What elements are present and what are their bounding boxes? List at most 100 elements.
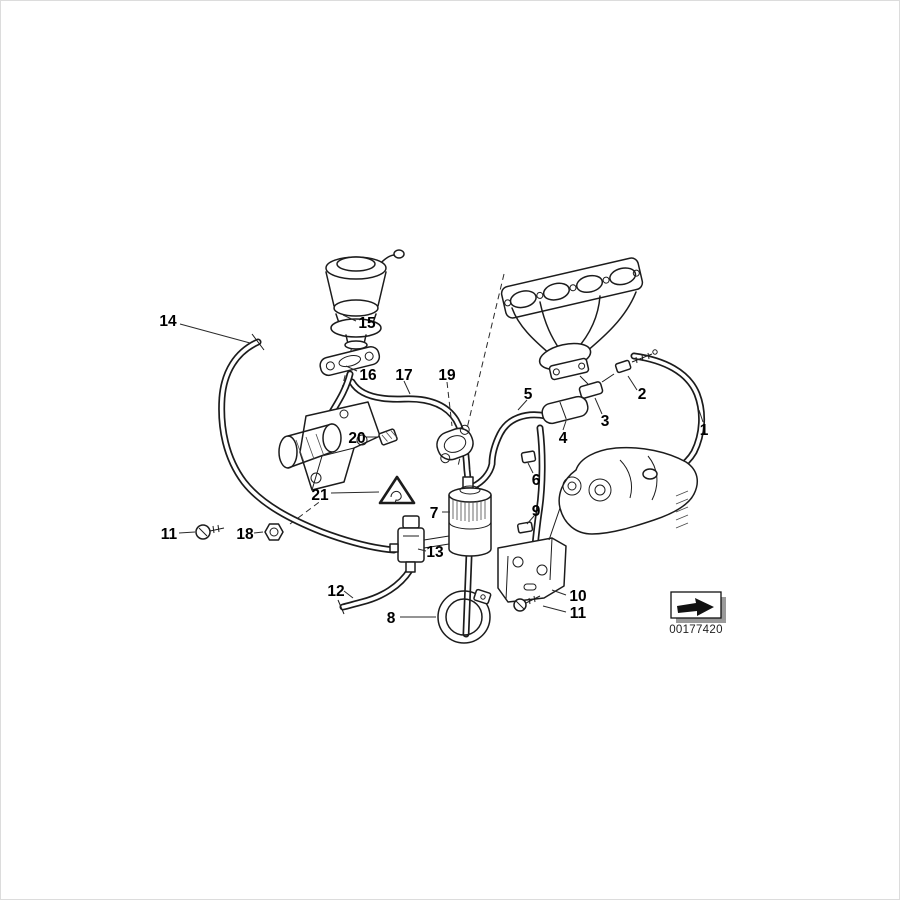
intake-manifold: [548, 446, 699, 541]
callout-13: 13: [426, 544, 444, 561]
leader-6: [527, 462, 534, 474]
callouts: 14 15 16 17 19 20 21 5 2 3 4 1 6 9 7 11 …: [159, 313, 708, 627]
clamp-inner: [445, 598, 483, 636]
air-valve-15: [325, 249, 405, 350]
outlet-flange: [548, 357, 590, 381]
leader-16: [345, 365, 358, 372]
clamp-outer: [437, 590, 491, 644]
leader-12: [343, 590, 354, 599]
leader-4: [562, 420, 567, 431]
link-line: [601, 373, 615, 383]
leader-21: [330, 491, 380, 494]
clamp-bolt-hole: [480, 594, 486, 600]
valve-bottom-nipple: [405, 561, 416, 573]
hose-core: [533, 426, 544, 548]
leader-17: [403, 380, 411, 395]
callout-8: 8: [387, 610, 396, 627]
hose-core: [472, 413, 548, 488]
clamp-body: [378, 428, 398, 446]
spring-coil: [675, 490, 689, 529]
exhaust-manifold: [500, 257, 644, 381]
callout-19: 19: [438, 367, 456, 384]
manifold-outline: [558, 446, 699, 535]
warning-triangle-21: [378, 475, 416, 505]
bolt-hole: [512, 556, 524, 568]
callout-4: 4: [559, 430, 568, 447]
bolt-hole: [459, 424, 470, 435]
valve-body: [541, 395, 589, 425]
leader-18: [253, 531, 264, 534]
canister-top: [448, 487, 492, 503]
construction-line: [289, 499, 323, 525]
fitting-2: [614, 349, 658, 374]
valve-mid: [333, 299, 379, 317]
stud-tip: [652, 349, 658, 355]
callout-20: 20: [348, 430, 365, 447]
manifold-runner: [575, 295, 601, 351]
clamp-lug: [473, 588, 492, 605]
screw-slot: [198, 527, 208, 537]
callout-5: 5: [524, 386, 533, 403]
connector-body: [578, 381, 604, 399]
valve-seam: [559, 401, 567, 420]
diagram-stamp: 00177420: [669, 591, 726, 636]
canister-ring: [448, 521, 492, 530]
flange-ring: [562, 476, 582, 496]
bracket-10: [497, 537, 567, 603]
hose-vertical-6-9: [531, 424, 546, 550]
bolt-hole: [339, 409, 349, 419]
check-valve-4: [541, 395, 589, 425]
manifold-tab: [548, 507, 561, 541]
hose-end-tick: [337, 599, 345, 615]
bolt-hole: [310, 472, 322, 484]
nut-18: [264, 523, 284, 541]
callout-9: 9: [532, 503, 541, 520]
clip-9: [516, 521, 534, 534]
pump-hatch: [295, 433, 325, 463]
leader-13: [417, 548, 427, 552]
diagram-number: 00177420: [669, 624, 723, 636]
manifold-port: [542, 282, 570, 301]
bolt-hole: [569, 284, 577, 292]
hose-5: [470, 411, 550, 490]
flange-ring-inner: [567, 481, 577, 491]
manifold-port: [575, 274, 604, 294]
leader-19: [446, 381, 453, 427]
leader-10: [551, 589, 567, 596]
bolt-hole: [440, 453, 451, 464]
leader-3: [594, 397, 603, 415]
elbow-opening: [393, 249, 405, 259]
valve-connector: [402, 515, 420, 529]
link-line: [579, 375, 589, 385]
bolt-hole: [578, 362, 586, 370]
triangle-outline: [378, 475, 416, 505]
solenoid-valve-13: [389, 515, 450, 573]
bolt-shaft: [525, 595, 541, 605]
hose-port: [642, 468, 658, 480]
manifold-port-inner: [594, 484, 606, 496]
manifold-port: [609, 267, 637, 286]
callout-10: 10: [569, 588, 586, 605]
bolt-hole: [536, 564, 548, 576]
leader-14: [179, 323, 251, 344]
direction-arrow-icon: [677, 598, 714, 616]
bolt-slot: [515, 600, 525, 610]
pump-body: [287, 423, 333, 469]
bolt-11-bottom: [513, 595, 541, 612]
callout-2: 2: [638, 386, 647, 403]
leader-2: [627, 375, 638, 391]
filter-canister-7: [448, 476, 492, 557]
callout-16: 16: [359, 367, 377, 384]
leader-1: [698, 409, 704, 423]
canister-down-pipe: [462, 552, 473, 638]
bolt-hole: [632, 269, 640, 277]
gasket-outline: [436, 427, 474, 461]
gasket-opening: [443, 435, 467, 453]
flange-plate: [500, 257, 644, 319]
bracket-plate: [497, 537, 567, 603]
bolt-hole: [356, 434, 368, 446]
hose-12: [337, 566, 414, 615]
leader-5: [517, 399, 528, 411]
manifold-flange: [500, 257, 644, 319]
